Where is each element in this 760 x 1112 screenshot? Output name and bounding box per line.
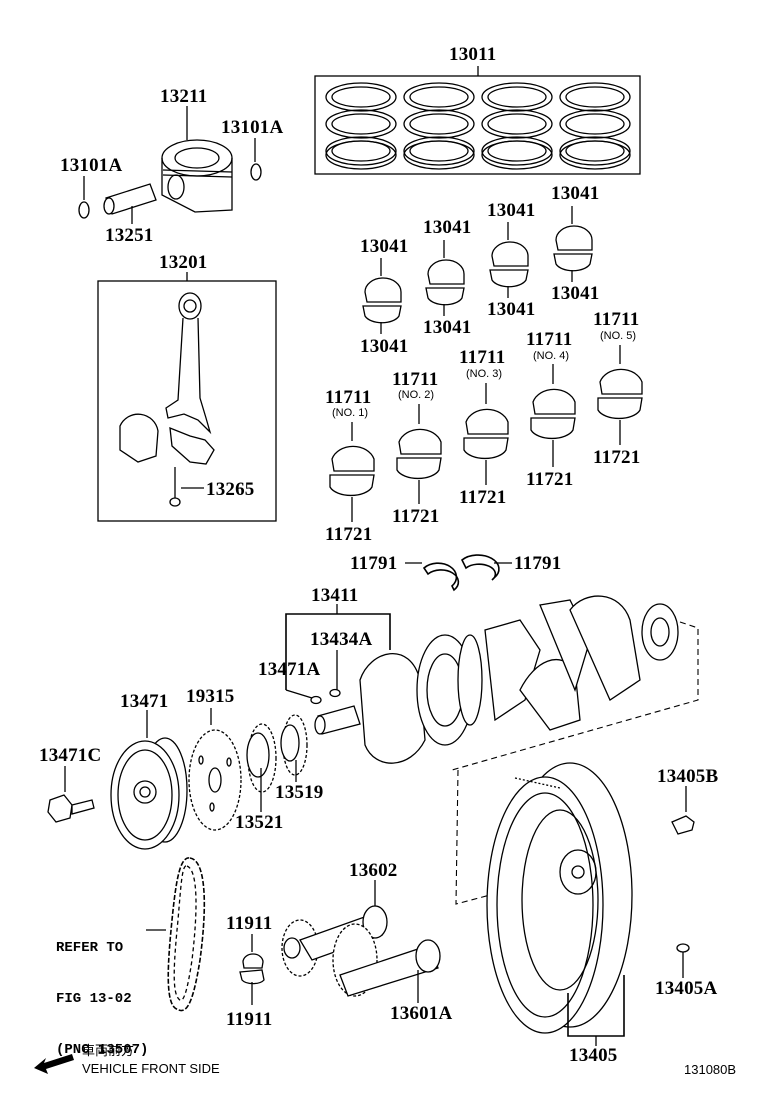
label-main-bearing-1-position: (NO. 1) (332, 407, 369, 419)
label-balance-bearing-lower[interactable]: 11911 (226, 1009, 273, 1030)
label-main-bearing-2-upper[interactable]: 11711 (392, 369, 439, 390)
vehicle-front-arrow-icon (34, 1054, 74, 1074)
label-main-bearing-3-position: (NO. 3) (466, 368, 503, 380)
label-balance-shaft-2[interactable]: 13601A (390, 1003, 453, 1024)
label-main-bearing-1-upper[interactable]: 11711 (325, 387, 372, 408)
snap-ring-right-illustration[interactable] (250, 138, 262, 181)
label-flywheel-pin[interactable]: 13405A (655, 978, 718, 999)
label-thrust-washer-left[interactable]: 11791 (350, 553, 398, 574)
label-crank-key[interactable]: 13434A (310, 629, 373, 650)
label-main-bearing-1-lower[interactable]: 11721 (325, 524, 373, 545)
balance-shaft-illustration[interactable] (281, 880, 441, 1003)
label-pulley-bolt[interactable]: 13471C (39, 745, 102, 766)
label-conrod-bearing-2-lower[interactable]: 13041 (423, 317, 472, 338)
flywheel-pin-illustration[interactable] (676, 943, 690, 978)
piston-ring-stack-2 (403, 82, 475, 170)
refer-note: REFER TO FIG 13-02 (PNC 13507) (56, 906, 148, 1076)
label-conrod-bearing-3-lower[interactable]: 13041 (487, 299, 536, 320)
main-bearing-1-illustration[interactable] (329, 422, 375, 522)
refer-note-line-2[interactable]: FIG 13-02 (56, 991, 132, 1007)
label-main-bearing-4-lower[interactable]: 11721 (526, 469, 574, 490)
diagram-code: 131080B (684, 1062, 737, 1077)
crank-pulley-illustration[interactable] (110, 710, 188, 850)
label-main-bearing-2-lower[interactable]: 11721 (392, 506, 440, 527)
label-conrod-bearing-1-upper[interactable]: 13041 (360, 236, 409, 257)
main-bearing-2-illustration[interactable] (396, 404, 442, 504)
main-bearing-5-illustration[interactable] (597, 345, 643, 445)
label-main-bearing-4-upper[interactable]: 11711 (526, 329, 573, 350)
conrod-bearing-2-illustration[interactable] (425, 240, 465, 316)
label-crank-sprocket[interactable]: 19315 (186, 686, 235, 707)
flywheel-illustration[interactable] (455, 762, 633, 1046)
thrust-washer-left-illustration[interactable] (405, 562, 460, 592)
oil-pump-drive-gear-illustration[interactable] (246, 723, 277, 812)
piston-ring-stack-1 (325, 82, 397, 170)
label-snap-ring-left[interactable]: 13101A (60, 155, 123, 176)
thrust-washer-right-illustration[interactable] (460, 554, 512, 581)
label-conrod-bearing-1-lower[interactable]: 13041 (360, 336, 409, 357)
conrod-bearing-4-illustration[interactable] (553, 206, 593, 282)
label-conrod-bolt[interactable]: 13265 (206, 479, 255, 500)
label-conrod-bearing-4-lower[interactable]: 13041 (551, 283, 600, 304)
label-pulley-key[interactable]: 13471A (258, 659, 321, 680)
label-connecting-rod[interactable]: 13201 (159, 252, 208, 273)
label-main-bearing-5-lower[interactable]: 11721 (593, 447, 641, 468)
piston-illustration[interactable] (161, 106, 233, 213)
label-main-bearing-3-upper[interactable]: 11711 (459, 347, 506, 368)
label-oil-pump-gear[interactable]: 13521 (235, 812, 284, 833)
pulley-bolt-illustration[interactable] (47, 766, 95, 823)
label-flywheel[interactable]: 13405 (569, 1045, 618, 1066)
crank-sprocket-illustration[interactable] (188, 708, 242, 831)
direction-note-jp: 車両前方 (82, 1043, 135, 1058)
refer-note-line-1: REFER TO (56, 940, 124, 956)
label-main-bearing-4-position: (NO. 4) (533, 350, 570, 362)
label-crankshaft[interactable]: 13411 (311, 585, 359, 606)
label-flywheel-bolt[interactable]: 13405B (657, 766, 719, 787)
label-crank-pulley[interactable]: 13471 (120, 691, 169, 712)
label-main-bearing-5-position: (NO. 5) (600, 330, 637, 342)
main-bearing-3-illustration[interactable] (463, 383, 509, 485)
label-balance-drive-gear[interactable]: 13519 (275, 782, 324, 803)
label-balance-bearing-upper[interactable]: 11911 (226, 913, 273, 934)
direction-note-en: VEHICLE FRONT SIDE (82, 1061, 220, 1076)
piston-ring-stack-3 (481, 82, 553, 170)
label-piston-pin[interactable]: 13251 (105, 225, 154, 246)
label-conrod-bearing-4-upper[interactable]: 13041 (551, 183, 600, 204)
label-piston-ring-set[interactable]: 13011 (449, 44, 497, 65)
label-main-bearing-5-upper[interactable]: 11711 (593, 309, 640, 330)
timing-chain-illustration[interactable] (146, 857, 206, 1012)
label-balance-shaft[interactable]: 13602 (349, 860, 398, 881)
piston-pin-illustration[interactable] (103, 183, 157, 224)
balance-drive-gear-illustration[interactable] (280, 714, 308, 782)
label-conrod-bearing-2-upper[interactable]: 13041 (423, 217, 472, 238)
label-main-bearing-2-position: (NO. 2) (398, 389, 435, 401)
piston-ring-set-illustration[interactable] (314, 66, 641, 175)
connecting-rod-illustration[interactable] (97, 272, 277, 522)
label-thrust-washer-right[interactable]: 11791 (514, 553, 562, 574)
crankshaft-illustration[interactable] (285, 595, 699, 771)
flywheel-bolt-illustration[interactable] (671, 786, 695, 835)
conrod-bearing-3-illustration[interactable] (489, 222, 529, 298)
label-main-bearing-3-lower[interactable]: 11721 (459, 487, 507, 508)
conrod-bearing-1-illustration[interactable] (362, 258, 402, 334)
piston-ring-stack-4 (559, 82, 631, 170)
balance-bearing-illustration[interactable] (239, 934, 265, 1005)
label-conrod-bearing-3-upper[interactable]: 13041 (487, 200, 536, 221)
label-snap-ring-right[interactable]: 13101A (221, 117, 284, 138)
label-piston[interactable]: 13211 (160, 86, 208, 107)
snap-ring-left-illustration[interactable] (78, 176, 90, 219)
refer-note-line-3: (PNC 13507) (56, 1042, 149, 1058)
main-bearing-4-illustration[interactable] (530, 364, 576, 467)
